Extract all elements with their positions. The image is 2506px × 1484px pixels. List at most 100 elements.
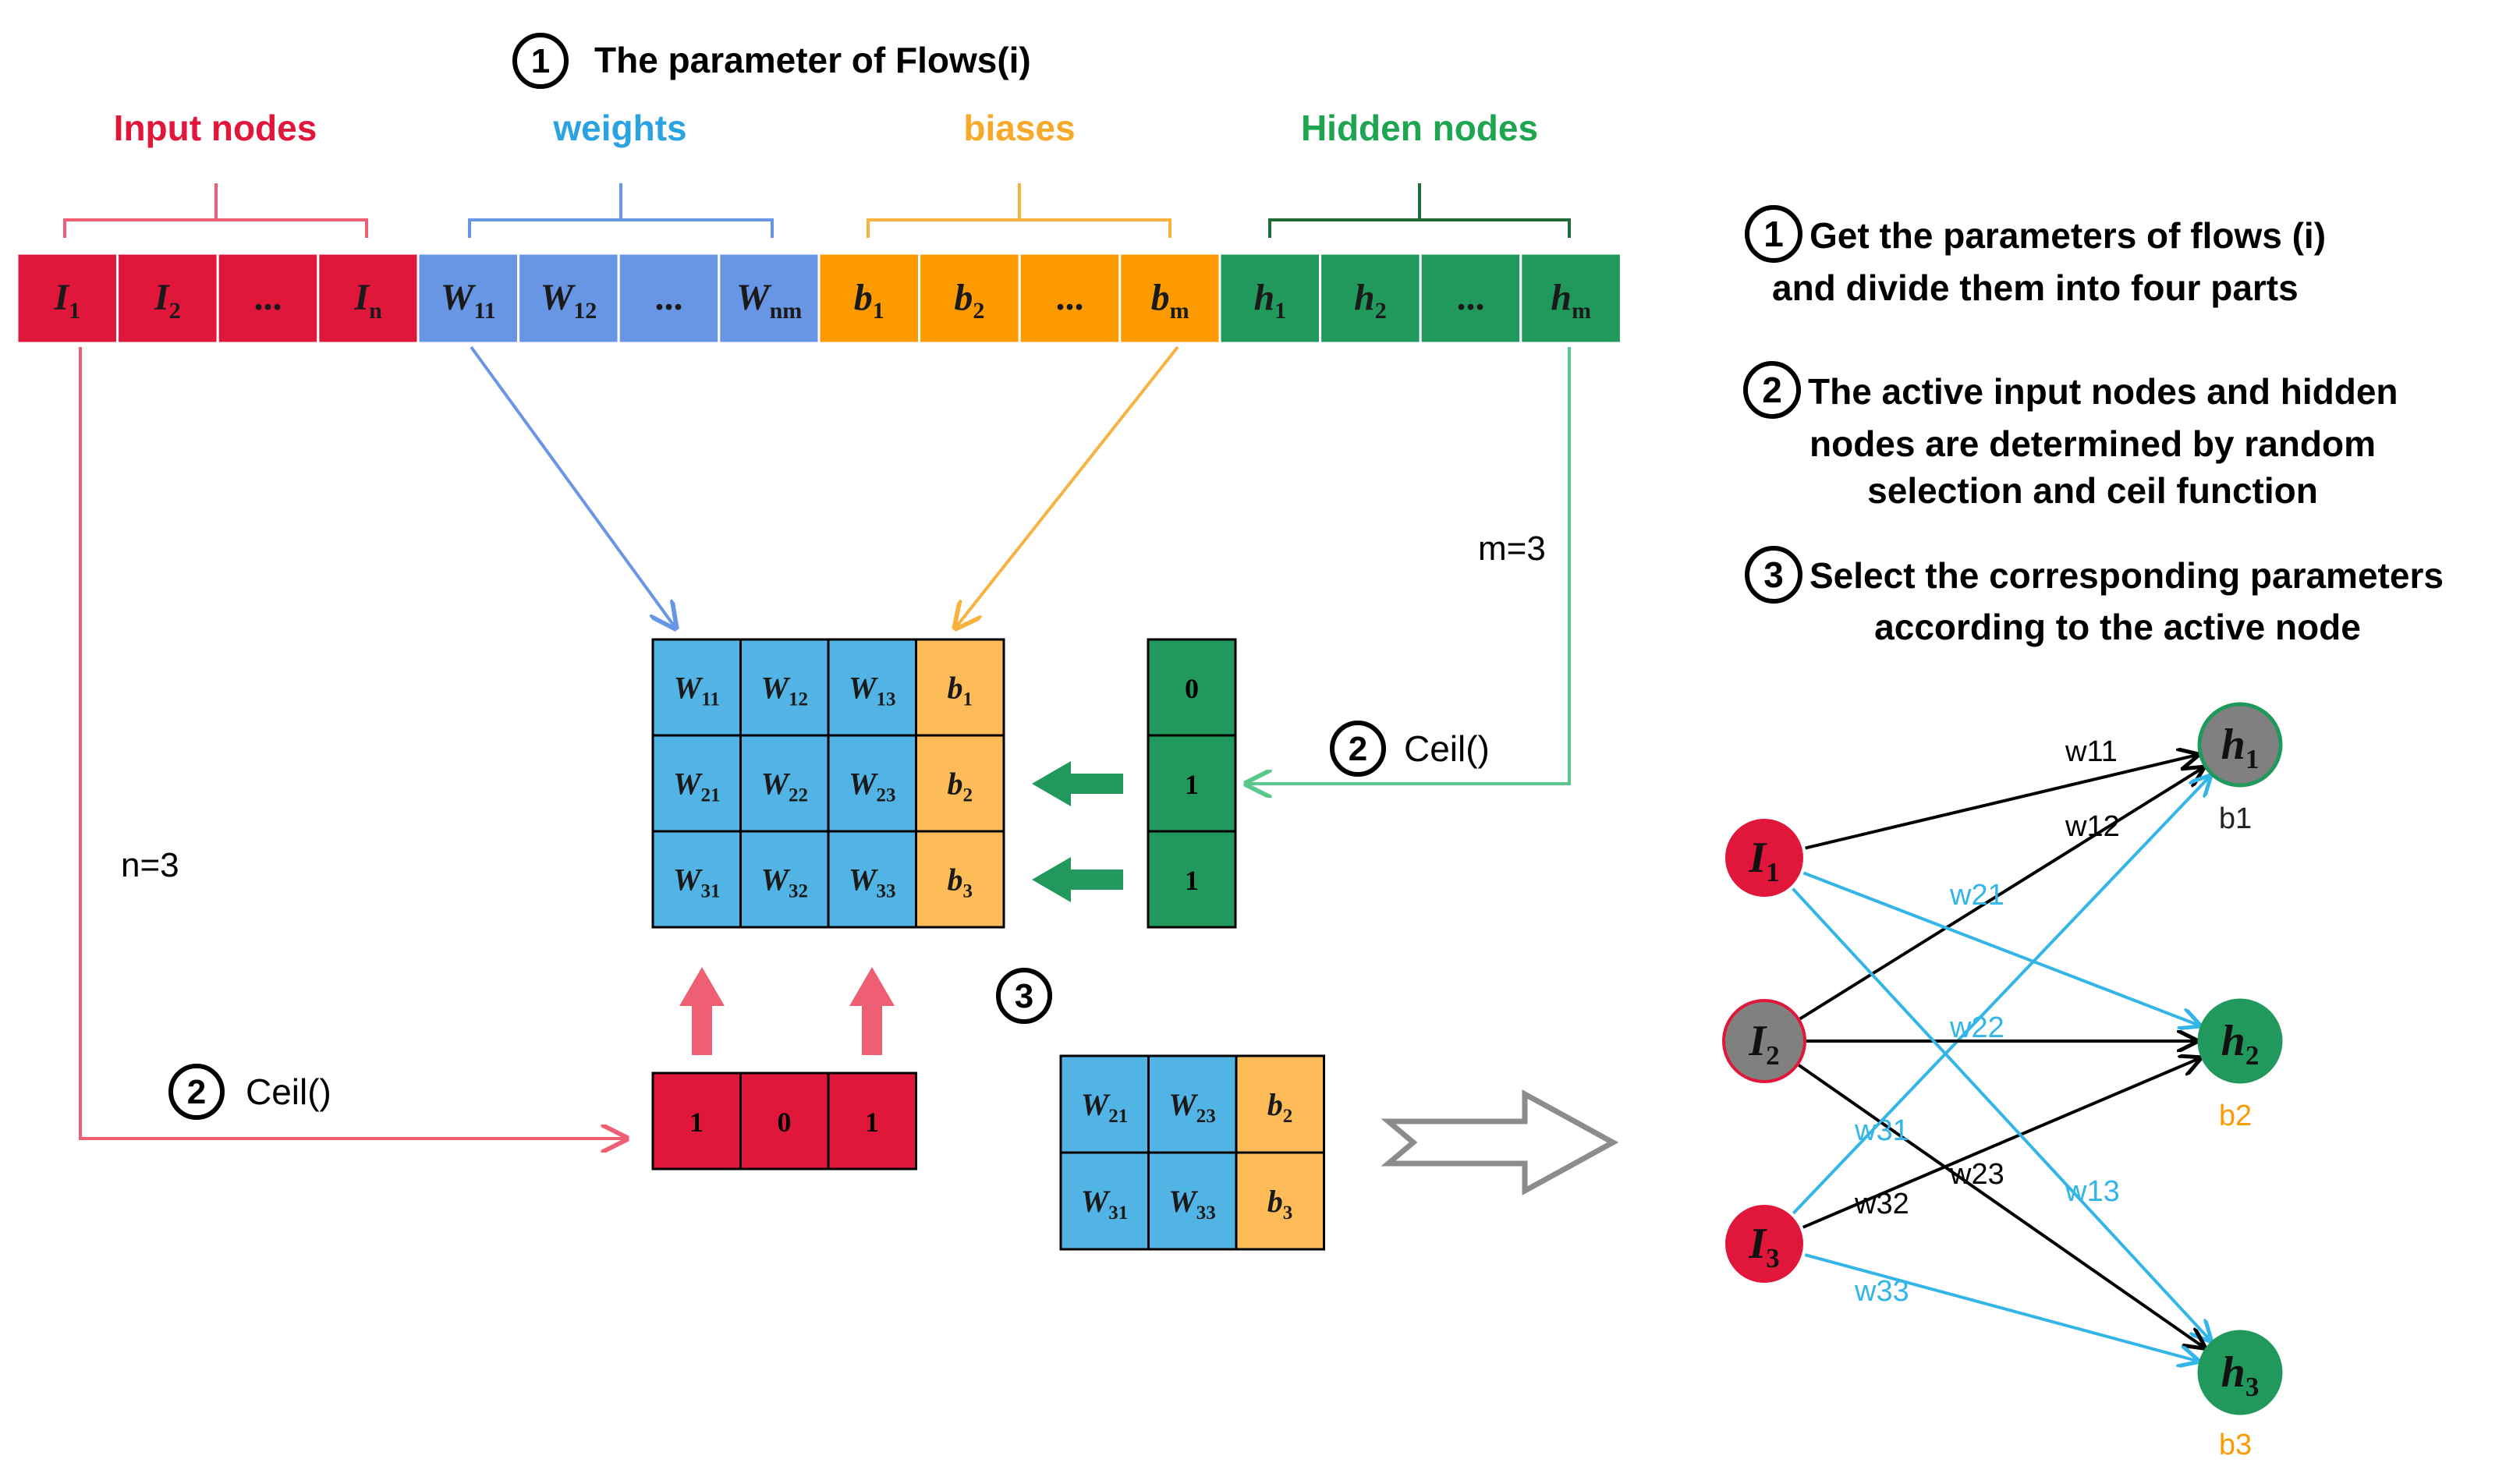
input-node bbox=[1722, 999, 1806, 1083]
param-symbol: bm bbox=[1151, 277, 1189, 324]
ceil-left-text: Ceil() bbox=[246, 1071, 331, 1112]
instruction-badge bbox=[1745, 205, 1802, 263]
instruction-line: Select the corresponding parameters bbox=[1809, 555, 2444, 596]
hidden-mask-cell bbox=[1147, 734, 1237, 833]
input-mask-cell bbox=[651, 1071, 742, 1171]
param-symbol: I1 bbox=[53, 277, 80, 324]
matrix-bias-cell bbox=[915, 734, 1005, 833]
edge-label: w13 bbox=[2065, 1175, 2120, 1208]
matrix-symbol: W32 bbox=[760, 862, 808, 902]
m-equals-label: m=3 bbox=[1478, 529, 1546, 568]
input-brace bbox=[63, 183, 368, 238]
hidden-mask-cell bbox=[1147, 830, 1237, 929]
network-edge bbox=[1805, 755, 2198, 850]
network-edge bbox=[1792, 777, 2210, 1215]
step-2-badge-right bbox=[1330, 721, 1386, 777]
selected-symbol: W33 bbox=[1168, 1184, 1216, 1224]
row-select-arrow-2 bbox=[1032, 761, 1123, 806]
col-select-arrow-3 bbox=[849, 967, 895, 1055]
param-cell-biases bbox=[1018, 252, 1122, 345]
diagram-title: The parameter of Flows(i) bbox=[594, 40, 1031, 80]
param-symbol: W11 bbox=[441, 277, 496, 324]
input-nodes-label: Input nodes bbox=[114, 108, 317, 148]
param-cell-biases bbox=[817, 252, 921, 345]
step-1-badge bbox=[512, 33, 569, 89]
param-symbol: ... bbox=[655, 277, 683, 318]
param-cell-input bbox=[16, 252, 119, 345]
instruction-badge bbox=[1743, 361, 1801, 419]
weights-label: weights bbox=[552, 108, 686, 148]
weights-brace bbox=[468, 183, 774, 238]
matrix-symbol: W12 bbox=[760, 671, 808, 710]
network-edge bbox=[1802, 1058, 2200, 1229]
instruction-badge bbox=[1745, 546, 1802, 604]
selected-weight-cell bbox=[1059, 1151, 1150, 1251]
edge-label: w23 bbox=[1949, 1158, 2004, 1191]
param-symbol: ... bbox=[1457, 277, 1485, 318]
matrix-bias-cell bbox=[915, 638, 1005, 737]
matrix-symbol: b3 bbox=[948, 862, 973, 902]
matrix-symbol: W21 bbox=[673, 767, 721, 806]
param-symbol: ... bbox=[254, 277, 282, 318]
matrix-weight-cell bbox=[651, 830, 742, 929]
matrix-bias-cell bbox=[915, 830, 1005, 929]
input-node-label: I3 bbox=[1748, 1220, 1779, 1273]
result-arrow bbox=[1381, 1089, 1619, 1195]
network-edge bbox=[1798, 1064, 2204, 1348]
param-cell-weights bbox=[617, 252, 721, 345]
instruction-line: Get the parameters of flows (i) bbox=[1809, 215, 2326, 256]
step-3-marker: 3 bbox=[996, 968, 1052, 1024]
param-symbol: Wnm bbox=[736, 277, 802, 324]
instruction-line: according to the active node bbox=[1874, 607, 2361, 647]
selected-weight-cell bbox=[1059, 1054, 1150, 1154]
ceil-right-text: Ceil() bbox=[1404, 728, 1490, 769]
input-node-label: I1 bbox=[1748, 834, 1779, 887]
hidden-mask-value: 0 bbox=[1185, 673, 1199, 704]
network-edge bbox=[1802, 871, 2199, 1025]
param-symbol: I2 bbox=[154, 277, 181, 324]
param-cell-weights bbox=[718, 252, 821, 345]
param-symbol: h2 bbox=[1354, 277, 1387, 324]
step-2-number-right: 2 bbox=[1349, 730, 1367, 768]
matrix-symbol: W33 bbox=[849, 862, 896, 902]
step-3-badge bbox=[996, 968, 1052, 1024]
hidden-node-label: h1 bbox=[2221, 721, 2260, 774]
input-mask-value: 0 bbox=[778, 1107, 792, 1138]
param-symbol: hm bbox=[1551, 277, 1591, 324]
input-node-label: I2 bbox=[1748, 1017, 1779, 1071]
step-1-number: 1 bbox=[531, 42, 550, 80]
hidden-node-label: h2 bbox=[2221, 1017, 2260, 1071]
hidden-mask-column: 011 bbox=[1147, 638, 1237, 929]
input-node bbox=[1722, 1202, 1806, 1286]
edge-label: w33 bbox=[1854, 1275, 1909, 1308]
matrix-symbol: W22 bbox=[760, 767, 808, 806]
col-select-arrow-1 bbox=[679, 967, 725, 1055]
param-cell-biases bbox=[918, 252, 1021, 345]
weights-to-matrix-arrow bbox=[470, 345, 675, 628]
step-3-number: 3 bbox=[1015, 977, 1033, 1015]
network-edge bbox=[1804, 1253, 2198, 1361]
param-symbol: h1 bbox=[1253, 277, 1286, 324]
hidden-node-label: h3 bbox=[2221, 1348, 2260, 1402]
hidden-nodes-label: Hidden nodes bbox=[1301, 108, 1538, 148]
param-cell-hidden bbox=[1419, 252, 1522, 345]
instruction-line: nodes are determined by random bbox=[1809, 423, 2376, 464]
hidden-bias-label: b3 bbox=[2219, 1429, 2252, 1461]
instruction-number: 2 bbox=[1762, 370, 1782, 410]
edge-label: w22 bbox=[1949, 1011, 2004, 1044]
edge-label: w11 bbox=[2065, 735, 2118, 768]
biases-label: biases bbox=[963, 108, 1075, 148]
param-cell-input bbox=[116, 252, 219, 345]
network-edge bbox=[1799, 768, 2203, 1021]
matrix-weight-cell bbox=[739, 830, 830, 929]
selected-symbol: W21 bbox=[1081, 1087, 1129, 1127]
ceil-input-label: 2 Ceil() bbox=[168, 1064, 331, 1120]
matrix-symbol: W31 bbox=[673, 862, 721, 902]
hidden-mask-value: 1 bbox=[1185, 865, 1199, 896]
selected-symbol: b3 bbox=[1267, 1184, 1293, 1224]
input-to-mask-arrow bbox=[79, 347, 626, 1139]
